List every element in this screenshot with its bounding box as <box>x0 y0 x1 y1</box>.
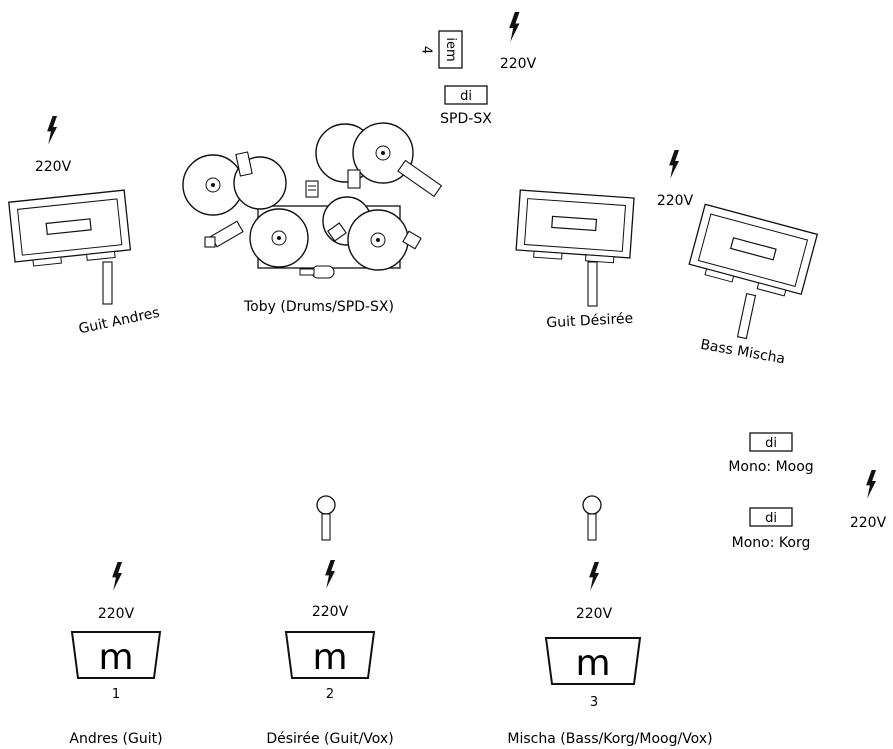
wedge-letter: m <box>575 643 610 684</box>
cable-icon <box>102 261 113 305</box>
vocal-mic-desiree <box>316 495 336 541</box>
power-keys: 220V <box>850 470 887 531</box>
amp-guit-desiree <box>515 189 635 264</box>
power-label: 220V <box>850 515 887 531</box>
wedge-number: 3 <box>590 695 598 710</box>
drum-kit <box>182 122 443 279</box>
wedge-letter: m <box>312 637 347 678</box>
wedge-number: 1 <box>112 687 120 702</box>
power-label: 220V <box>98 606 135 622</box>
power-bolt-icon <box>589 562 599 591</box>
monitor-wedge-1: m 1 <box>70 631 162 702</box>
iem-number: 4 <box>419 46 434 54</box>
monitor-wedge-3: m 3 <box>544 637 642 710</box>
wedge-label-3: Mischa (Bass/Korg/Moog/Vox) <box>507 731 712 747</box>
power-bolt-icon <box>112 562 122 591</box>
power-bolt-icon <box>669 150 679 179</box>
power-iem: 220V <box>500 12 537 72</box>
amp-label-desiree: Guit Désirée <box>546 311 634 332</box>
power-bolt-icon <box>866 470 876 499</box>
power-wedge-2: 220V <box>312 560 349 620</box>
power-label: 220V <box>657 193 694 209</box>
cable-icon <box>587 261 598 307</box>
di-box-label: di <box>460 89 472 104</box>
power-desiree: 220V <box>657 150 694 209</box>
wedge-number: 2 <box>326 687 334 702</box>
di-moog: di Mono: Moog <box>728 432 814 475</box>
iem-unit: iem 4 <box>419 30 463 69</box>
di-korg: di Mono: Korg <box>732 507 811 551</box>
power-label: 220V <box>312 604 349 620</box>
power-bolt-icon <box>509 12 520 42</box>
di-label: Mono: Moog <box>728 459 813 475</box>
power-wedge-1: 220V <box>98 562 135 622</box>
amp-label-mischa: Bass Mischa <box>699 337 786 368</box>
di-box-label: di <box>765 436 777 451</box>
di-spd-sx: di SPD-SX <box>440 85 492 127</box>
power-label: 220V <box>35 159 72 175</box>
cable-icon <box>736 292 757 340</box>
power-bolt-icon <box>325 560 335 589</box>
amp-bass-mischa <box>688 203 819 297</box>
amp-guit-andres <box>8 189 132 267</box>
di-label: SPD-SX <box>440 111 492 127</box>
di-box-label: di <box>765 511 777 526</box>
power-bolt-icon <box>47 116 57 145</box>
power-label: 220V <box>500 56 537 72</box>
vocal-mic-mischa <box>582 495 602 541</box>
wedge-label-2: Désirée (Guit/Vox) <box>266 731 393 747</box>
wedge-letter: m <box>98 637 133 678</box>
power-wedge-3: 220V <box>576 562 613 622</box>
di-label: Mono: Korg <box>732 535 811 551</box>
monitor-wedge-2: m 2 <box>284 631 376 702</box>
drums-label: Toby (Drums/SPD-SX) <box>243 299 394 315</box>
iem-label: iem <box>443 37 458 61</box>
power-label: 220V <box>576 606 613 622</box>
power-andres: 220V <box>35 116 72 175</box>
wedge-label-1: Andres (Guit) <box>69 731 162 747</box>
amp-label-andres: Guit Andres <box>77 305 161 338</box>
